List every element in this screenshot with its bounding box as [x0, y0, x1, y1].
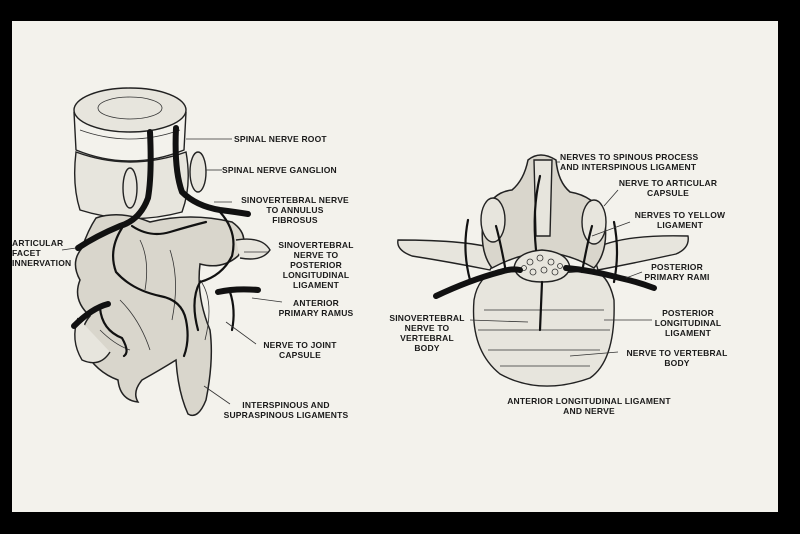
label-nerves-yellow: NERVES TO YELLOW LIGAMENT: [634, 210, 726, 230]
label-anterior-primary-ramus: ANTERIOR PRIMARY RAMUS: [278, 298, 354, 318]
label-posterior-longitudinal: POSTERIOR LONGITUDINAL LIGAMENT: [654, 308, 722, 338]
right-leader-lines: [469, 161, 652, 357]
right-vertebra-figure: [397, 154, 689, 387]
label-anterior-longitudinal: ANTERIOR LONGITUDINAL LIGAMENT AND NERVE: [507, 396, 671, 416]
label-articular-facet: ARTICULAR FACET INNERVATION: [12, 238, 72, 268]
label-nerve-joint-capsule: NERVE TO JOINT CAPSULE: [263, 340, 337, 360]
label-sinovertebral-annulus: SINOVERTEBRAL NERVE TO ANNULUS FIBROSUS: [241, 195, 349, 225]
label-nerve-vertebral-body: NERVE TO VERTEBRAL BODY: [626, 348, 728, 368]
label-nerves-spinous: NERVES TO SPINOUS PROCESS AND INTERSPINO…: [560, 152, 699, 172]
left-leader-lines: [61, 138, 283, 405]
label-interspinous: INTERSPINOUS AND SUPRASPINOUS LIGAMENTS: [223, 400, 349, 420]
label-posterior-primary-rami: POSTERIOR PRIMARY RAMI: [644, 262, 710, 282]
label-sinovertebral-vertebral: SINOVERTEBRAL NERVE TO VERTEBRAL BODY: [389, 313, 465, 353]
label-sinovertebral-posterior: SINOVERTEBRAL NERVE TO POSTERIOR LONGITU…: [278, 240, 354, 290]
left-vertebra-figure: [71, 87, 271, 417]
label-spinal-nerve-ganglion: SPINAL NERVE GANGLION: [222, 165, 337, 175]
label-spinal-nerve-root: SPINAL NERVE ROOT: [234, 134, 327, 144]
label-nerve-articular-capsule: NERVE TO ARTICULAR CAPSULE: [618, 178, 718, 198]
